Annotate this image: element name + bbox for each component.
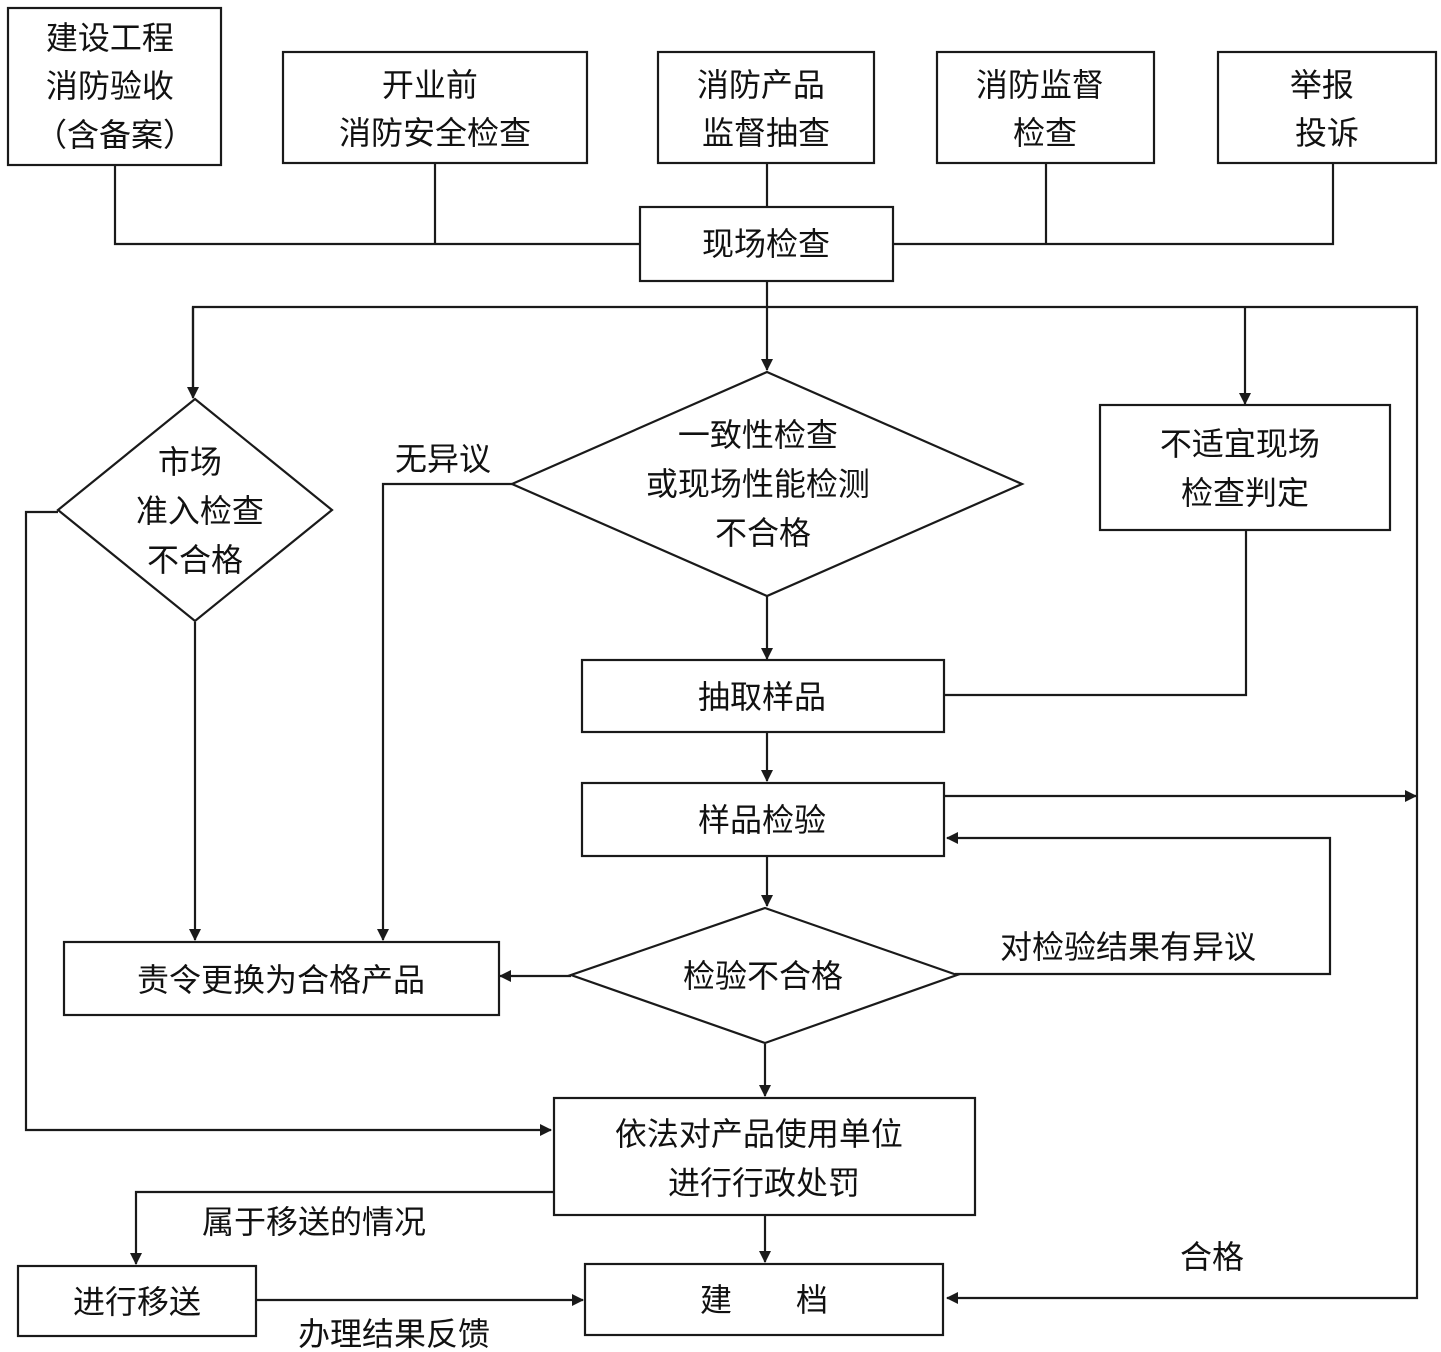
node-texts: 建设工程 消防验收 （含备案） 开业前 消防安全检查 消防产品 监督抽查 消防监…: [35, 19, 1364, 1321]
node-testing-label: 样品检验: [698, 801, 826, 839]
node-penalty-label: 依法对产品使用单位 进行行政处罚: [615, 1115, 913, 1202]
edge-label-qualified: 合格: [1180, 1238, 1244, 1276]
edges: [24, 163, 1419, 1306]
node-consistency-label: 一致性检查 或现场性能检测 不合格: [646, 416, 880, 552]
node-acceptance-label: 建设工程 消防验收 （含备案）: [35, 19, 195, 154]
node-onsite-label: 现场检查: [702, 225, 830, 263]
edge-market-to-penalty: [24, 510, 552, 1136]
node-consistency-diamond: [509, 370, 1025, 598]
node-sampling-box: [580, 658, 946, 734]
nodes: [6, 6, 1438, 1338]
edge-label-transfer-case: 属于移送的情况: [202, 1203, 426, 1241]
edge-consistency-no-objection: [377, 482, 512, 941]
node-acceptance-box: [6, 6, 223, 167]
node-preopen-label: 开业前 消防安全检查: [339, 66, 531, 152]
node-report-label: 举报 投诉: [1290, 66, 1364, 152]
edge-top-collector-right: [893, 163, 1335, 246]
edge-label-no-objection: 无异议: [395, 440, 491, 478]
edge-top-collector-left: [113, 165, 640, 246]
node-test-fail-label: 检验不合格: [683, 957, 843, 995]
node-testing-box: [580, 781, 946, 858]
node-preopen-box: [281, 50, 589, 165]
node-supervision-box: [935, 50, 1156, 165]
node-product-check-label: 消防产品 监督抽查: [697, 66, 835, 152]
edge-label-objection: 对检验结果有异议: [1000, 928, 1256, 966]
node-unsuitable-box: [1098, 403, 1392, 532]
node-unsuitable-label: 不适宜现场 检查判定: [1160, 425, 1330, 512]
node-market-diamond: [56, 397, 334, 623]
node-onsite-box: [638, 205, 895, 283]
node-archive-box: [583, 1262, 945, 1337]
node-product-check-box: [656, 50, 876, 165]
edge-label-texts: 无异议 对检验结果有异议 属于移送的情况 办理结果反馈 合格: [202, 440, 1256, 1352]
node-archive-label: 建 档: [700, 1281, 828, 1319]
edge-objection-loop: [946, 832, 1332, 976]
node-penalty-box: [552, 1096, 977, 1217]
edge-penalty-to-transfer: [130, 1190, 553, 1265]
edge-unsuitable-to-sampling: [945, 531, 1248, 697]
node-replace-box: [62, 940, 501, 1017]
node-test-fail-diamond: [567, 906, 961, 1045]
node-market-label: 市场 准入检查 不合格: [136, 443, 274, 579]
node-sampling-label: 抽取样品: [698, 678, 826, 716]
node-transfer-label: 进行移送: [73, 1283, 201, 1321]
node-report-box: [1216, 50, 1438, 165]
node-supervision-label: 消防监督 检查: [976, 66, 1114, 152]
node-replace-label: 责令更换为合格产品: [137, 961, 425, 999]
node-transfer-box: [16, 1264, 258, 1338]
edge-label-feedback: 办理结果反馈: [298, 1315, 490, 1352]
